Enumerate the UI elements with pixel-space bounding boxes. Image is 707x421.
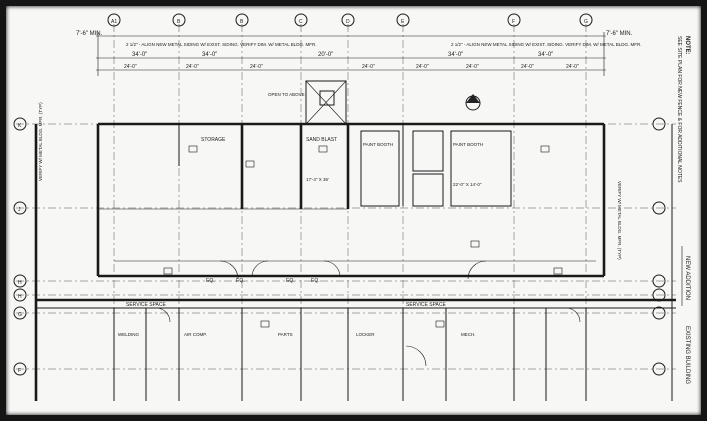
col-tag-g: G <box>584 19 588 25</box>
note-title: NOTE: <box>684 36 690 55</box>
dim-4: 34'-0" <box>448 52 463 58</box>
label-mechanical: MECH. <box>461 332 476 337</box>
floor-plan-drawing: 7'-6" MIN. 34'-0" 34'-0" 20'-0" 34'-0" 3… <box>13 13 690 401</box>
dim-left-min: 7'-6" MIN. <box>76 31 103 37</box>
col-tag-e: E <box>401 19 405 25</box>
label-parts: PARTS <box>278 332 293 337</box>
equipment-tags <box>163 145 563 328</box>
label-air-compressor: AIR COMP. <box>184 332 207 337</box>
dim-7: 24'-0" <box>186 64 199 70</box>
section-marker-icon <box>465 94 481 111</box>
dim-5: 34'-0" <box>538 52 553 58</box>
grid-lines <box>16 24 676 401</box>
label-sandblast-dim: 17'-4" X 36' <box>306 177 329 182</box>
col-tag-b2: B <box>240 19 244 25</box>
door-tag-2: EQ. <box>236 278 245 284</box>
row-tag-j: J <box>18 207 21 213</box>
row-tag-k: K <box>18 123 22 129</box>
dim-12: 24'-0" <box>521 64 534 70</box>
label-locker: LOCKER <box>356 332 375 337</box>
label-sand-blast: SAND BLAST <box>306 137 337 143</box>
label-paintbooth-dim: 22'-0" X 14'-0" <box>453 182 482 187</box>
dim-8: 24'-0" <box>250 64 263 70</box>
door-tag-3: EQ. <box>286 278 295 284</box>
dim-11: 24'-0" <box>466 64 479 70</box>
col-tag-c: C <box>299 19 303 25</box>
dim-1: 34'-0" <box>132 52 147 58</box>
dim-6: 24'-0" <box>124 64 137 70</box>
label-paint-booth-b: PAINT BOOTH <box>453 142 483 147</box>
dim-9: 24'-0" <box>362 64 375 70</box>
label-paint-booth-a: PAINT BOOTH <box>363 142 393 147</box>
label-storage: STORAGE <box>201 137 226 143</box>
top-note-left: 2 1/2" - ALIGN NEW METAL SIDING W/ EXIST… <box>126 42 317 47</box>
column-markers <box>107 13 593 27</box>
dim-2: 34'-0" <box>202 52 217 58</box>
label-existing-building: EXISTING BUILDING <box>684 326 690 384</box>
label-service-space-right: SERVICE SPACE <box>406 302 446 308</box>
side-note-right: VERIFY W/ METAL BLDG. MFR. (TYP) <box>617 181 622 260</box>
door-tag-4: EQ. <box>311 278 320 284</box>
dim-13: 24'-0" <box>566 64 579 70</box>
row-tag-h2: H <box>18 294 22 300</box>
col-tag-b1: B <box>177 19 181 25</box>
row-markers <box>13 117 666 376</box>
label-service-space-left: SERVICE SPACE <box>126 302 166 308</box>
door-tag-1: EQ. <box>206 278 215 284</box>
walls <box>34 80 676 401</box>
note-text: SEE SITE PLAN FOR NEW FENCE & FOR ADDITI… <box>676 36 682 183</box>
dim-3: 20'-0" <box>318 52 333 58</box>
dimension-lines <box>96 32 606 76</box>
dim-10: 24'-0" <box>416 64 429 70</box>
row-tag-h1: H <box>18 280 22 286</box>
row-tag-f: F <box>18 368 21 374</box>
top-note-right: 2 1/2" - ALIGN NEW METAL SIDING W/ EXIST… <box>451 42 642 47</box>
label-new-addition: NEW ADDITION <box>684 256 690 300</box>
col-tag-d: D <box>346 19 350 25</box>
col-tag-a1: A1 <box>111 19 117 25</box>
dim-right-min: 7'-6" MIN. <box>606 31 633 37</box>
label-welding: WELDING <box>118 332 140 337</box>
col-tag-f: F <box>512 19 515 25</box>
side-note-left: VERIFY W/ METAL BLDG. MFR. (TYP) <box>38 102 43 181</box>
blueprint-sheet: 7'-6" MIN. 34'-0" 34'-0" 20'-0" 34'-0" 3… <box>6 6 701 415</box>
label-open-to-above: OPEN TO ABOVE <box>268 92 305 97</box>
row-tag-g: G <box>18 312 22 318</box>
